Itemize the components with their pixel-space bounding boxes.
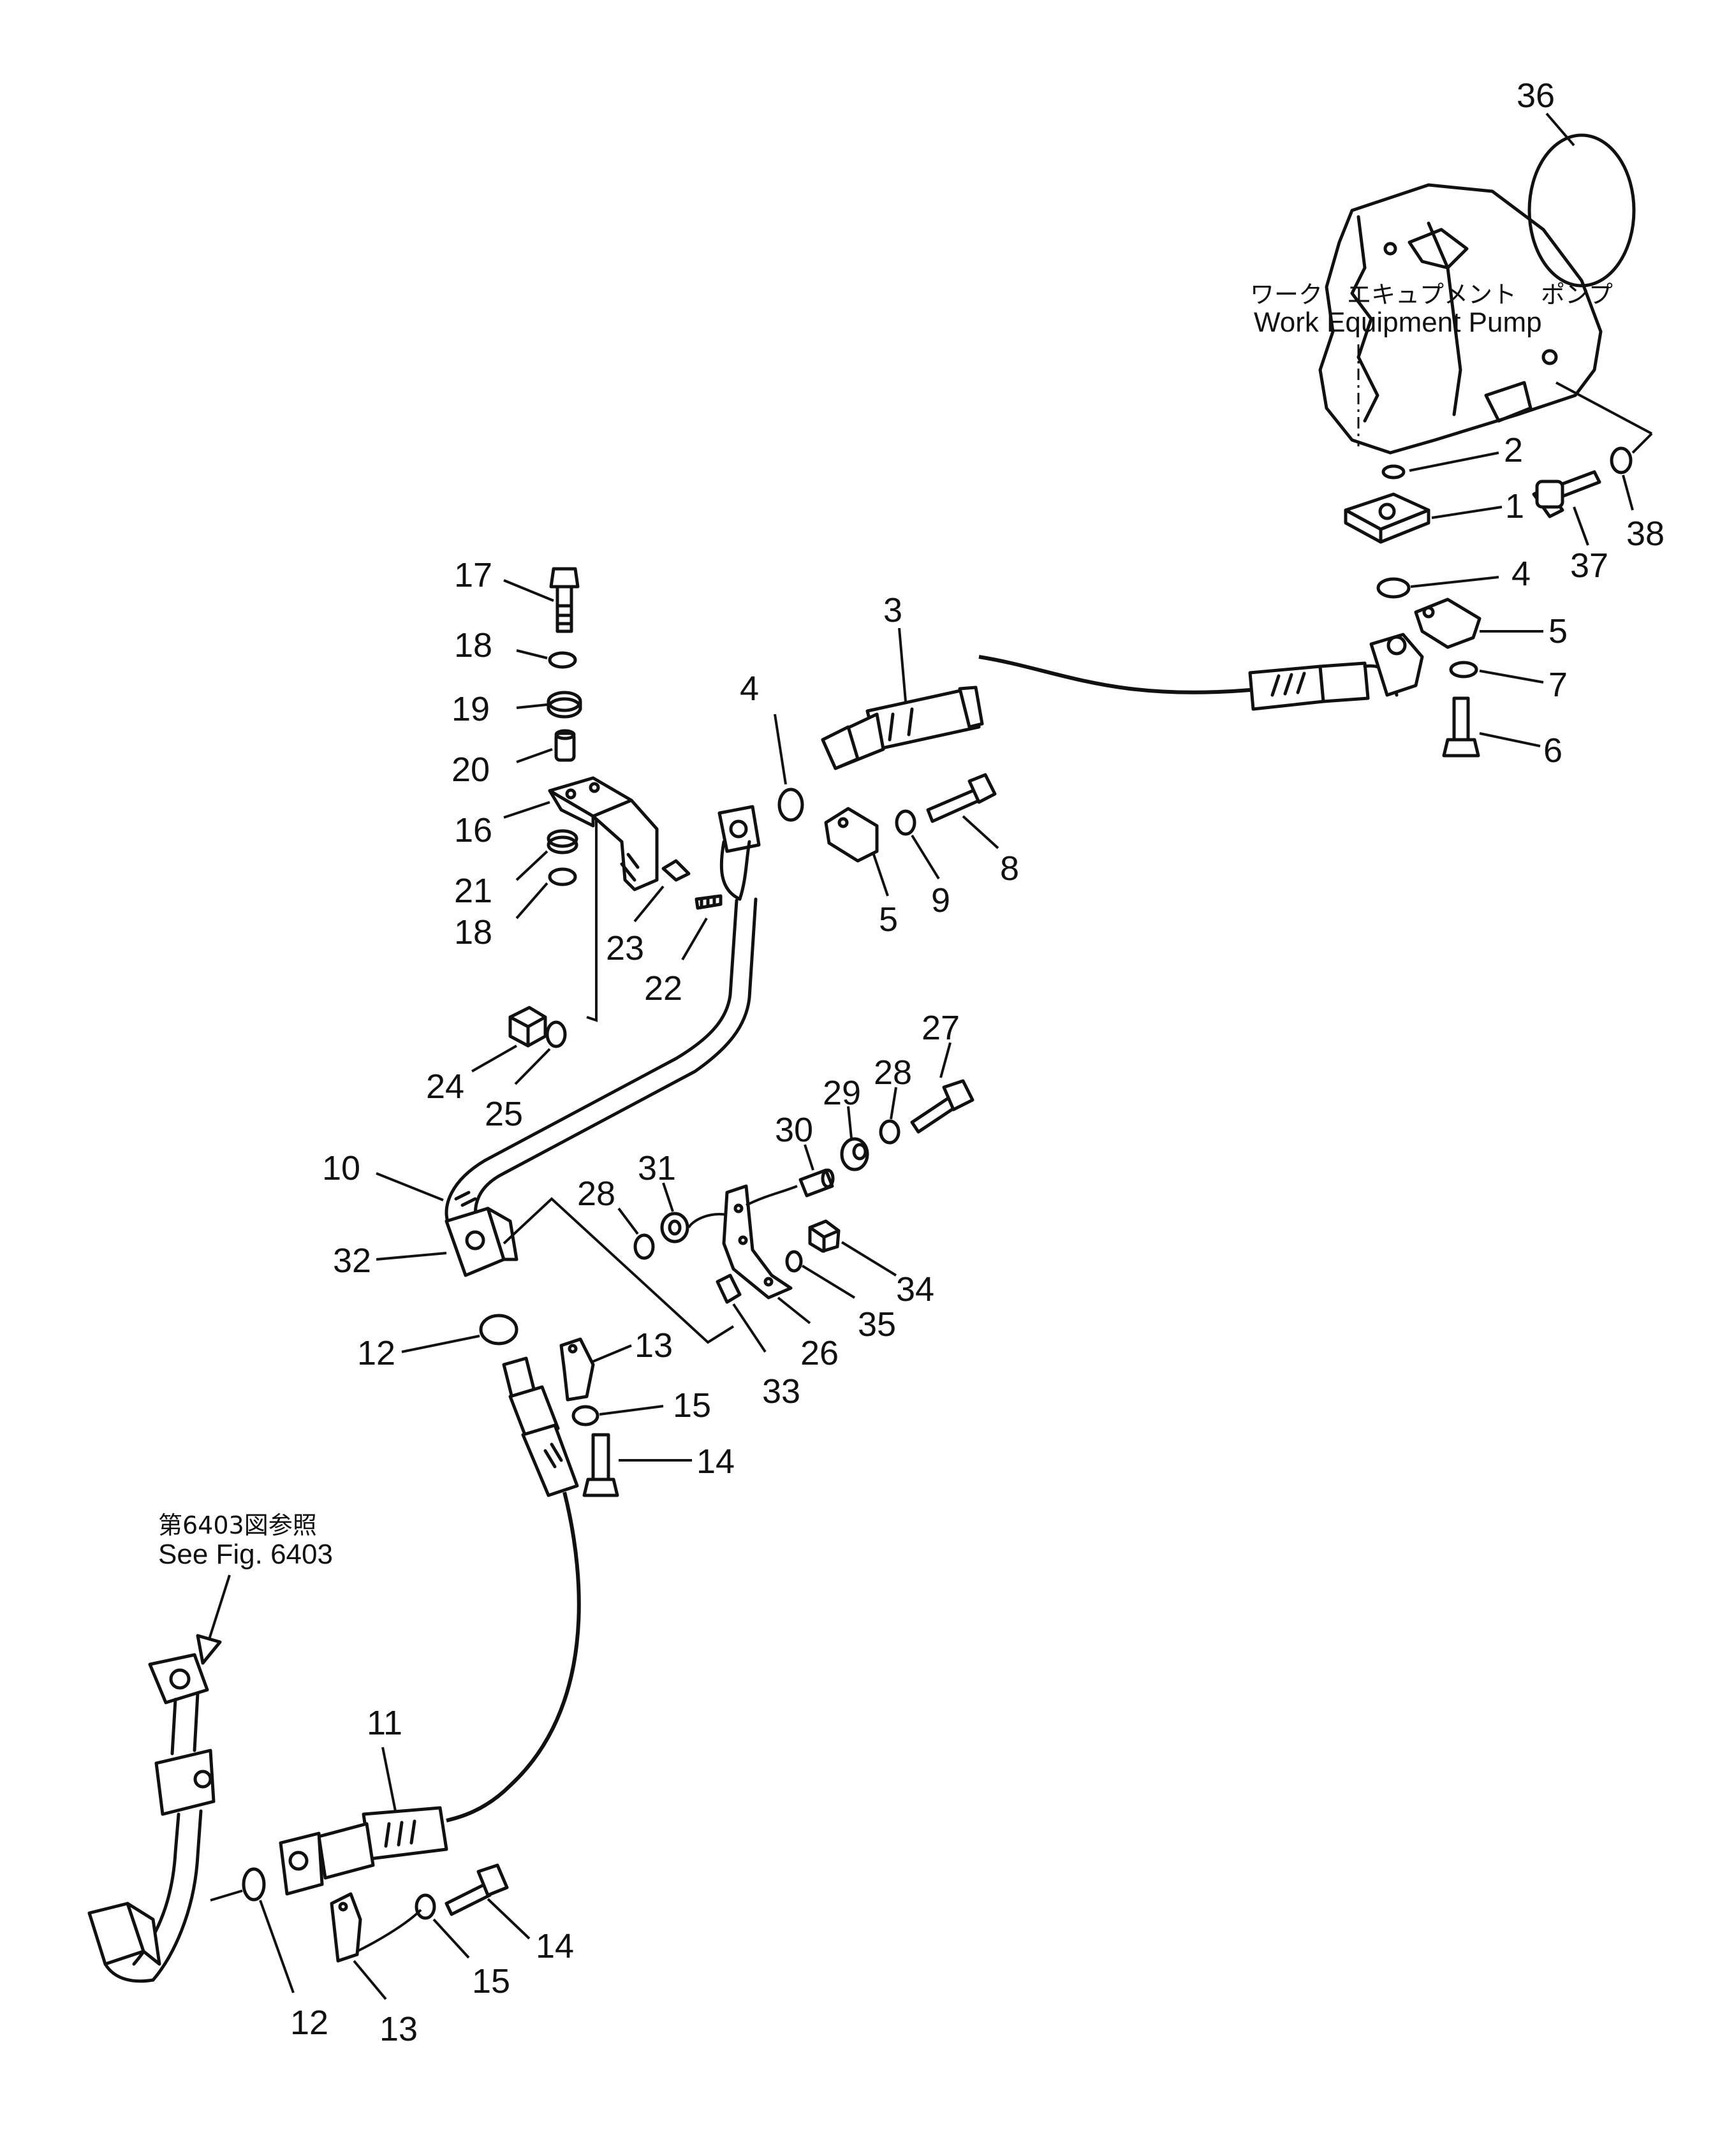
- part-12-o-ring-middle: [479, 1314, 518, 1346]
- part-28-washer-lower: [633, 1233, 655, 1260]
- reference-note-en: See Fig. 6403: [158, 1539, 333, 1570]
- part-27-bolt: [910, 1079, 974, 1134]
- part-18-washer-upper: [548, 651, 577, 669]
- pump-label-jp: ワーク エキュプメント ポンプ: [1250, 281, 1613, 309]
- callout-35: 35: [858, 1305, 896, 1344]
- callout-12b: 12: [290, 2004, 328, 2042]
- part-13-split-flange-middle: [559, 1337, 595, 1402]
- part-6-bolt: [1442, 696, 1480, 758]
- callout-22: 22: [644, 969, 682, 1008]
- callout-25: 25: [485, 1095, 523, 1133]
- callout-12a: 12: [357, 1334, 395, 1372]
- part-16-bracket: [548, 776, 659, 891]
- callout-34: 34: [896, 1270, 934, 1309]
- callout-5b: 5: [879, 900, 898, 939]
- callout-13a: 13: [635, 1326, 673, 1365]
- callout-1: 1: [1505, 487, 1524, 525]
- callout-15a: 15: [673, 1386, 711, 1425]
- part-36-gasket: [1527, 133, 1636, 288]
- part-24-nut: [508, 1006, 547, 1048]
- callout-18b: 18: [454, 913, 492, 951]
- part-26-plate: [722, 1184, 793, 1300]
- part-21-spacer: [547, 829, 578, 854]
- part-23-clip: [661, 859, 691, 882]
- part-19-spacer: [547, 691, 582, 719]
- callout-7: 7: [1548, 666, 1568, 704]
- part-1-flange-plate: [1344, 492, 1430, 544]
- part-33-clip: [716, 1273, 742, 1304]
- callout-33: 33: [762, 1372, 800, 1411]
- part-15-washer-lower: [415, 1893, 436, 1920]
- part-3-hose-assembly: [821, 633, 1424, 770]
- part-31-cushion: [660, 1212, 689, 1243]
- part-17-bolt: [549, 567, 580, 633]
- callout-20: 20: [452, 751, 490, 789]
- part-25-washer: [545, 1020, 567, 1048]
- connected-pipe-see-fig-6403: [87, 1653, 216, 1983]
- part-12-o-ring-lower: [242, 1867, 266, 1902]
- part-2-o-ring: [1381, 464, 1406, 480]
- part-29-cushion: [840, 1137, 869, 1171]
- reference-arrow-icon: [196, 1634, 222, 1665]
- part-14-bolt-middle: [582, 1433, 619, 1497]
- part-18-washer-lower: [548, 867, 577, 886]
- callout-13b: 13: [379, 2010, 418, 2048]
- callout-18a: 18: [454, 626, 492, 664]
- callout-36: 36: [1517, 77, 1555, 115]
- callout-28a: 28: [874, 1053, 912, 1092]
- part-10-tube: [445, 805, 761, 1277]
- callout-4a: 4: [1511, 555, 1531, 593]
- callout-24: 24: [426, 1067, 464, 1106]
- callout-31: 31: [638, 1149, 676, 1187]
- callout-21: 21: [454, 872, 492, 910]
- callout-9: 9: [931, 881, 950, 920]
- part-35-washer: [785, 1250, 803, 1273]
- part-7-washer: [1449, 661, 1478, 678]
- work-equipment-pump: [1318, 183, 1603, 455]
- part-4-o-ring-middle: [777, 788, 804, 822]
- callout-27: 27: [922, 1009, 960, 1047]
- part-13-split-flange-lower: [330, 1892, 362, 1963]
- part-37-bolt: [1532, 470, 1601, 518]
- part-28-washer-upper: [879, 1119, 901, 1145]
- part-38-washer: [1610, 446, 1633, 474]
- part-20-collar: [554, 729, 576, 762]
- reference-note-jp: 第6403図参照: [158, 1511, 317, 1539]
- callout-15b: 15: [472, 1962, 510, 2000]
- callout-37: 37: [1570, 546, 1608, 585]
- callout-2: 2: [1504, 431, 1523, 469]
- callout-26: 26: [800, 1334, 839, 1372]
- callout-32: 32: [333, 1242, 371, 1280]
- part-14-bolt-lower: [445, 1863, 509, 1916]
- callout-30: 30: [775, 1111, 813, 1149]
- part-30-collar: [798, 1168, 835, 1198]
- callout-5a: 5: [1548, 612, 1568, 650]
- part-9-washer: [895, 809, 916, 836]
- part-5-split-flange-middle: [824, 807, 879, 863]
- part-15-washer-middle: [571, 1405, 599, 1426]
- callout-8: 8: [1000, 849, 1019, 888]
- callout-23: 23: [606, 929, 644, 967]
- pump-label-en: Work Equipment Pump: [1254, 307, 1542, 338]
- callout-11: 11: [367, 1704, 402, 1742]
- part-8-bolt: [926, 773, 997, 823]
- part-4-o-ring-upper: [1376, 577, 1411, 599]
- part-22-stud: [695, 894, 723, 910]
- callout-28b: 28: [577, 1175, 615, 1213]
- callout-17: 17: [454, 556, 492, 594]
- callout-4b: 4: [740, 670, 759, 708]
- part-11-hose-assembly: [279, 1356, 581, 1896]
- callout-29: 29: [823, 1074, 861, 1112]
- callout-6: 6: [1543, 731, 1562, 770]
- callout-3: 3: [883, 591, 902, 629]
- part-5-split-flange-upper: [1414, 598, 1481, 649]
- callout-16: 16: [454, 811, 492, 849]
- callout-14a: 14: [696, 1442, 735, 1481]
- callout-10: 10: [322, 1149, 360, 1187]
- callout-19: 19: [452, 690, 490, 728]
- callout-14b: 14: [536, 1927, 574, 1965]
- callout-38: 38: [1626, 515, 1665, 553]
- part-34-nut: [808, 1219, 841, 1253]
